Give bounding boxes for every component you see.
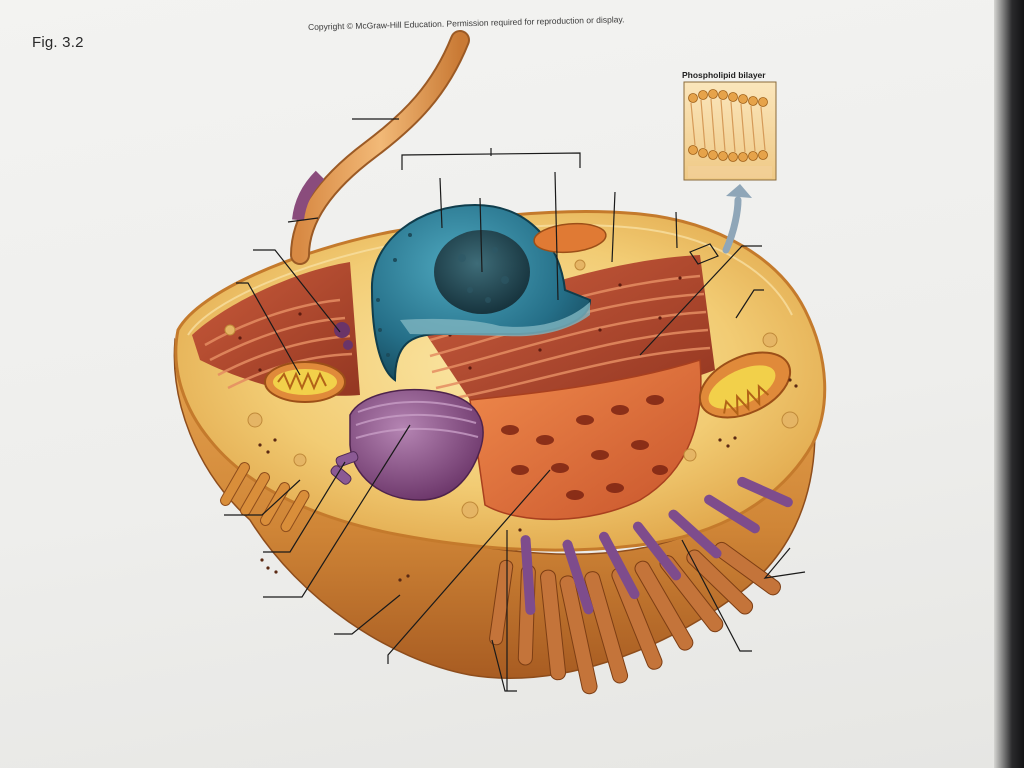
- mitochondrion-right: [698, 351, 792, 419]
- inset-title: Phospholipid bilayer: [682, 70, 766, 80]
- mitochondrion-left: [264, 361, 346, 403]
- smooth-endoplasmic-reticulum: [469, 359, 702, 521]
- blank-label-lines: [224, 118, 806, 692]
- page-edge-shadow: [994, 0, 1024, 768]
- mitochondrion-top: [533, 222, 607, 254]
- centriole: [330, 451, 359, 485]
- figure-number: Fig. 3.2: [32, 34, 84, 51]
- free-ribosomes: [258, 378, 798, 582]
- flagellum: [290, 30, 470, 265]
- microvilli-filaments: [520, 476, 793, 615]
- vesicles: [224, 259, 799, 519]
- golgi-apparatus: [334, 322, 484, 501]
- phospholipid-bilayer-inset: [683, 81, 777, 181]
- zoom-arrow: [689, 184, 752, 265]
- rough-endoplasmic-reticulum: [192, 255, 715, 404]
- membrane-folds: [220, 462, 310, 533]
